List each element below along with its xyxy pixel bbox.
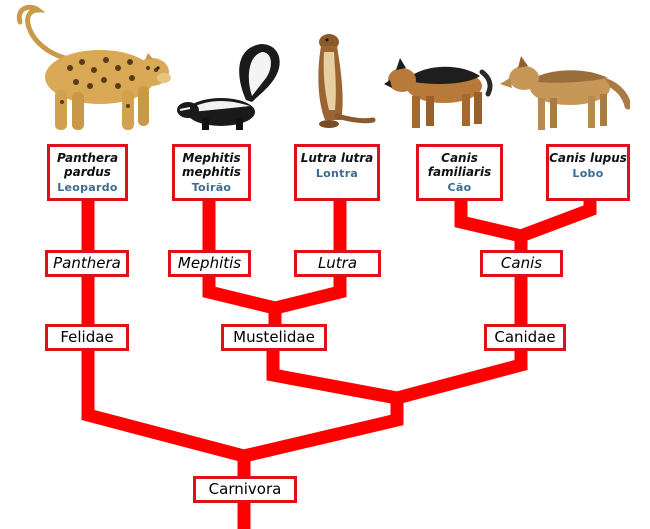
species-common-name: Lobo xyxy=(572,167,604,180)
genus-box-mephitis: Mephitis xyxy=(168,250,251,277)
branch-canidae-to-node xyxy=(395,350,528,405)
genus-box-panthera: Panthera xyxy=(45,250,129,277)
species-scientific-name: Mephitis mephitis xyxy=(182,151,241,179)
species-common-name: Cão xyxy=(447,181,472,194)
family-box-canidae: Canidae xyxy=(484,324,566,351)
otter-illustration xyxy=(318,34,376,128)
species-box-canis-familiaris: Canis familiaris Cão xyxy=(416,144,503,201)
branch-felidae-to-carnivora xyxy=(81,350,246,463)
species-scientific-name: Lutra lutra xyxy=(300,151,374,165)
family-box-mustelidae: Mustelidae xyxy=(221,324,327,351)
species-box-panthera-pardus: Panthera pardus Leopardo xyxy=(47,144,128,201)
species-common-name: Toirão xyxy=(191,181,232,194)
branch-canis-species-join xyxy=(454,200,597,243)
species-common-name: Lontra xyxy=(315,167,359,180)
leopard-illustration xyxy=(16,4,171,130)
species-scientific-name: Canis familiaris xyxy=(427,151,492,179)
wolf-illustration xyxy=(500,56,630,130)
genus-box-canis: Canis xyxy=(480,250,563,277)
species-common-name: Leopardo xyxy=(57,181,118,194)
species-box-lutra-lutra: Lutra lutra Lontra xyxy=(294,144,380,201)
species-box-mephitis-mephitis: Mephitis mephitis Toirão xyxy=(172,144,251,201)
branch-mustelid-genera-join xyxy=(202,276,347,315)
dog-illustration xyxy=(384,58,493,128)
family-box-felidae: Felidae xyxy=(45,324,129,351)
branch-node-to-carnivora xyxy=(242,398,404,463)
species-box-canis-lupus: Canis lupus Lobo xyxy=(546,144,630,201)
order-box-carnivora: Carnivora xyxy=(193,476,297,503)
skunk-illustration xyxy=(177,44,280,130)
branch-mustelidae-to-node xyxy=(266,350,399,405)
genus-box-lutra: Lutra xyxy=(294,250,381,277)
species-scientific-name: Canis lupus xyxy=(549,151,627,165)
species-scientific-name: Panthera pardus xyxy=(56,151,119,179)
